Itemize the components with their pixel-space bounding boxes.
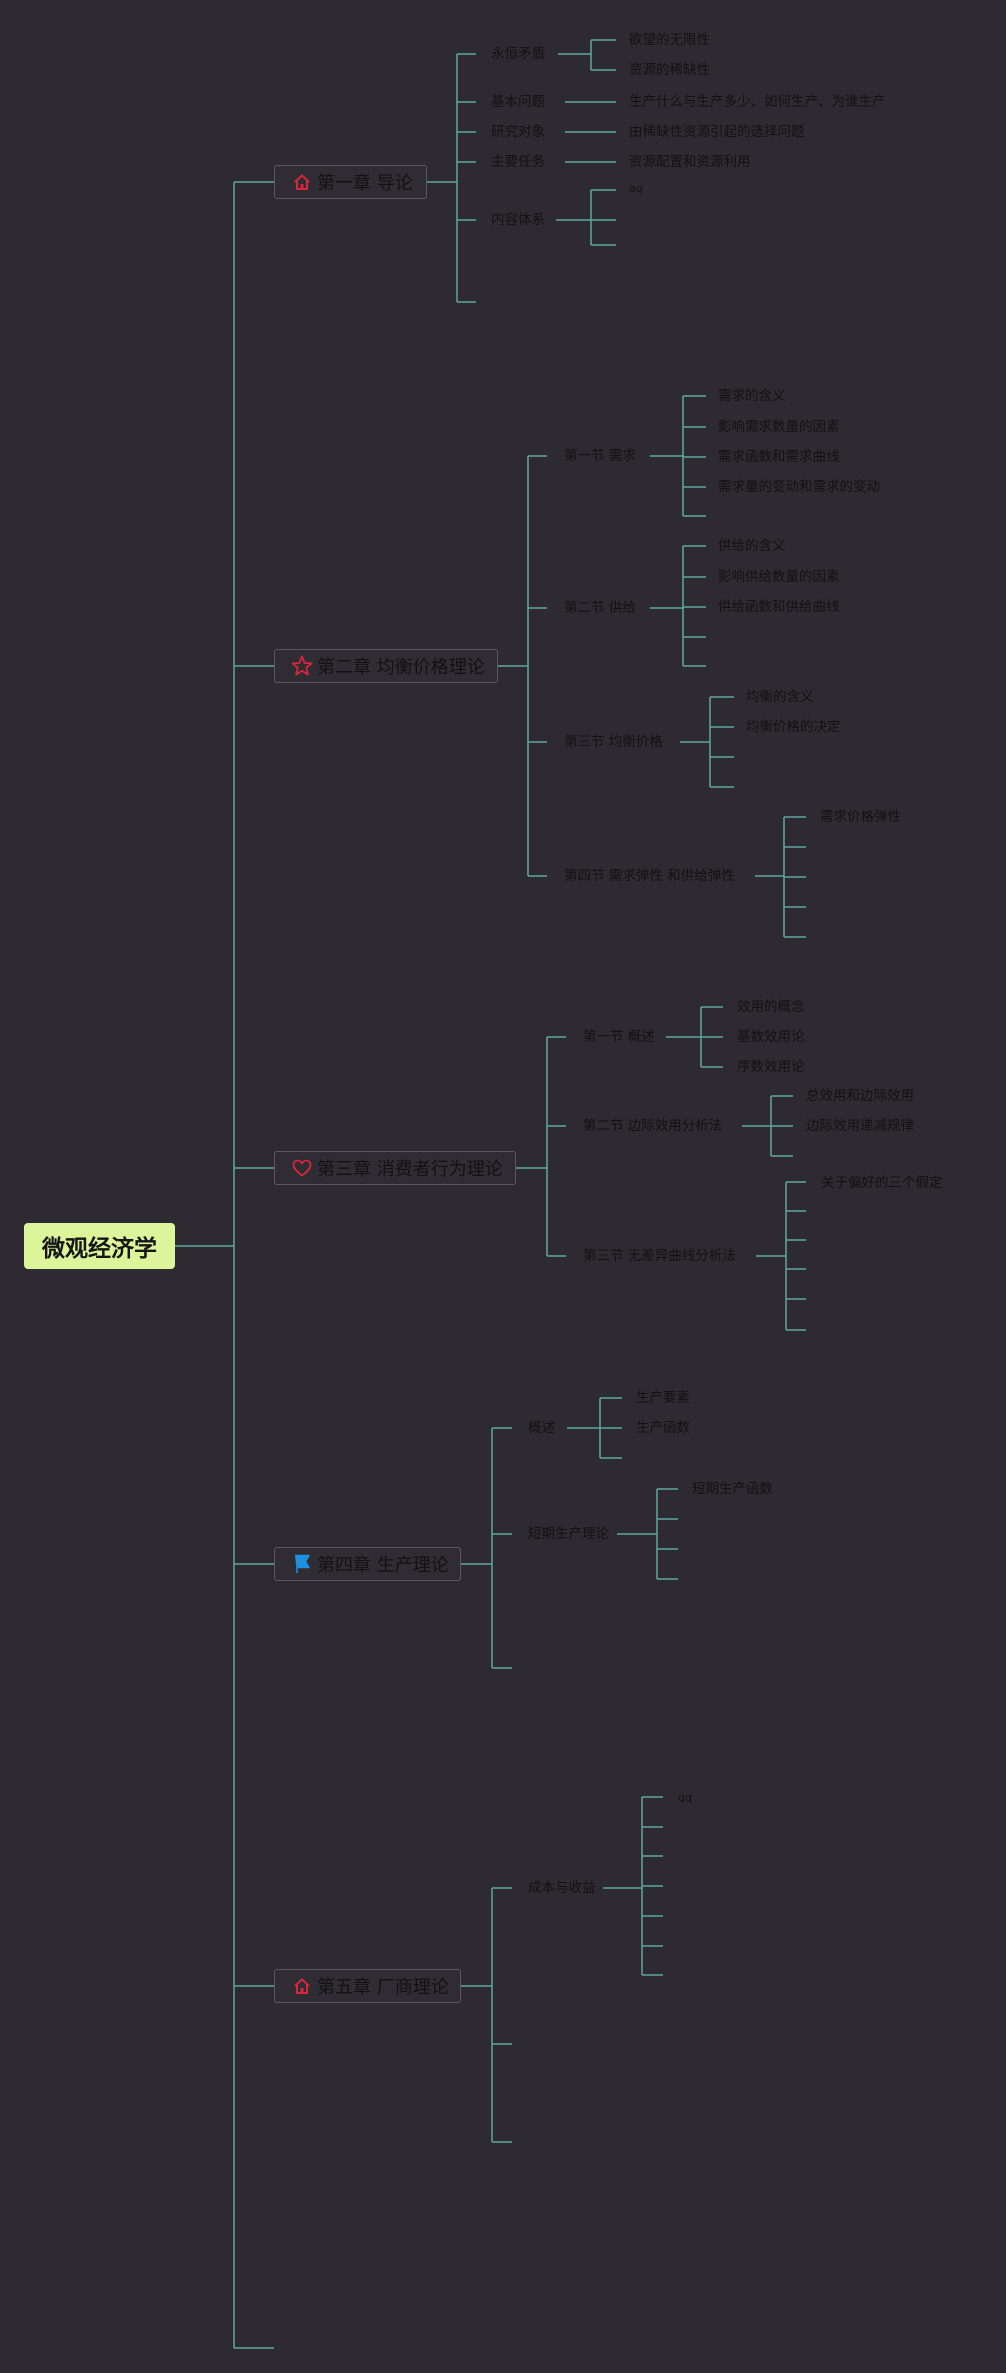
leaf-item[interactable]: 生产要素	[636, 1390, 690, 1406]
topic-label[interactable]: 第三节 均衡价格	[564, 734, 663, 750]
home-icon	[291, 1975, 313, 1997]
leaf-item[interactable]: 需求的含义	[718, 388, 786, 404]
leaf-item[interactable]: 总效用和边际效用	[806, 1088, 914, 1104]
topic-label[interactable]: 第二节 供给	[564, 600, 636, 616]
leaf-item[interactable]: 影响需求数量的因素	[718, 419, 840, 435]
topic-label[interactable]: 第一节 概述	[583, 1029, 655, 1045]
topic-label[interactable]: 第一节 需求	[564, 448, 636, 464]
leaf-item[interactable]: 生产什么与生产多少、如何生产、为谁生产	[629, 94, 886, 110]
leaf-item[interactable]: 序数效用论	[737, 1059, 805, 1075]
leaf-item[interactable]: 效用的概念	[737, 999, 805, 1015]
chapter-title: 第五章 厂商理论	[317, 1977, 449, 1998]
leaf-item[interactable]: 生产函数	[636, 1420, 690, 1436]
topic-label[interactable]: 第三节 无差异曲线分析法	[583, 1248, 736, 1264]
chapter-title: 第二章 均衡价格理论	[317, 657, 485, 678]
topic-label[interactable]: 短期生产理论	[528, 1526, 609, 1542]
leaf-item[interactable]: 由稀缺性资源引起的选择问题	[629, 124, 805, 140]
topic-label[interactable]: 主要任务	[491, 154, 545, 170]
chapter-2-node[interactable]: 第二章 均衡价格理论	[274, 649, 498, 683]
topic-label[interactable]: 概述	[528, 1420, 555, 1436]
star-icon	[291, 655, 313, 677]
chapter-3-node[interactable]: 第三章 消费者行为理论	[274, 1151, 516, 1185]
leaf-item[interactable]: 供给函数和供给曲线	[718, 599, 840, 615]
topic-label[interactable]: 第二节 边际效用分析法	[583, 1118, 723, 1134]
topic-label[interactable]: 永恒矛盾	[491, 46, 545, 62]
leaf-item[interactable]: 影响供给数量的因素	[718, 569, 840, 585]
topic-label[interactable]: 研究对象	[491, 124, 545, 140]
leaf-item[interactable]: 短期生产函数	[692, 1481, 773, 1497]
chapter-5-node[interactable]: 第五章 厂商理论	[274, 1969, 461, 2003]
leaf-item[interactable]: 欲望的无限性	[629, 32, 710, 48]
leaf-item[interactable]: 需求函数和需求曲线	[718, 449, 840, 465]
leaf-item[interactable]: 均衡价格的决定	[746, 719, 841, 735]
chapter-title: 第四章 生产理论	[317, 1555, 449, 1576]
chapter-title: 第一章 导论	[317, 173, 413, 194]
chapter-4-node[interactable]: 第四章 生产理论	[274, 1547, 461, 1581]
leaf-item[interactable]: 关于偏好的三个假定	[821, 1175, 943, 1191]
leaf-item[interactable]: 需求价格弹性	[820, 809, 901, 825]
heart-icon	[291, 1157, 313, 1179]
leaf-item[interactable]: aq	[629, 182, 643, 195]
topic-label[interactable]: 第四节 需求弹性 和供给弹性	[564, 868, 735, 884]
leaf-item[interactable]: 资源配置和资源利用	[629, 154, 751, 170]
leaf-item[interactable]: 均衡的含义	[746, 689, 814, 705]
leaf-item[interactable]: qq	[678, 1791, 692, 1804]
home-icon	[291, 171, 313, 193]
flag-icon	[291, 1553, 313, 1575]
leaf-item[interactable]: 需求量的变动和需求的变动	[718, 479, 880, 495]
leaf-item[interactable]: 资源的稀缺性	[629, 62, 710, 78]
root-node[interactable]: 微观经济学	[24, 1223, 175, 1269]
topic-label[interactable]: 内容体系	[491, 212, 545, 228]
topic-label[interactable]: 成本与收益	[528, 1880, 596, 1896]
chapter-1-node[interactable]: 第一章 导论	[274, 165, 427, 199]
topic-label[interactable]: 基本问题	[491, 94, 545, 110]
leaf-item[interactable]: 基数效用论	[737, 1029, 805, 1045]
leaf-item[interactable]: 供给的含义	[718, 538, 786, 554]
chapter-title: 第三章 消费者行为理论	[317, 1159, 503, 1180]
leaf-item[interactable]: 边际效用递减规律	[806, 1118, 914, 1134]
